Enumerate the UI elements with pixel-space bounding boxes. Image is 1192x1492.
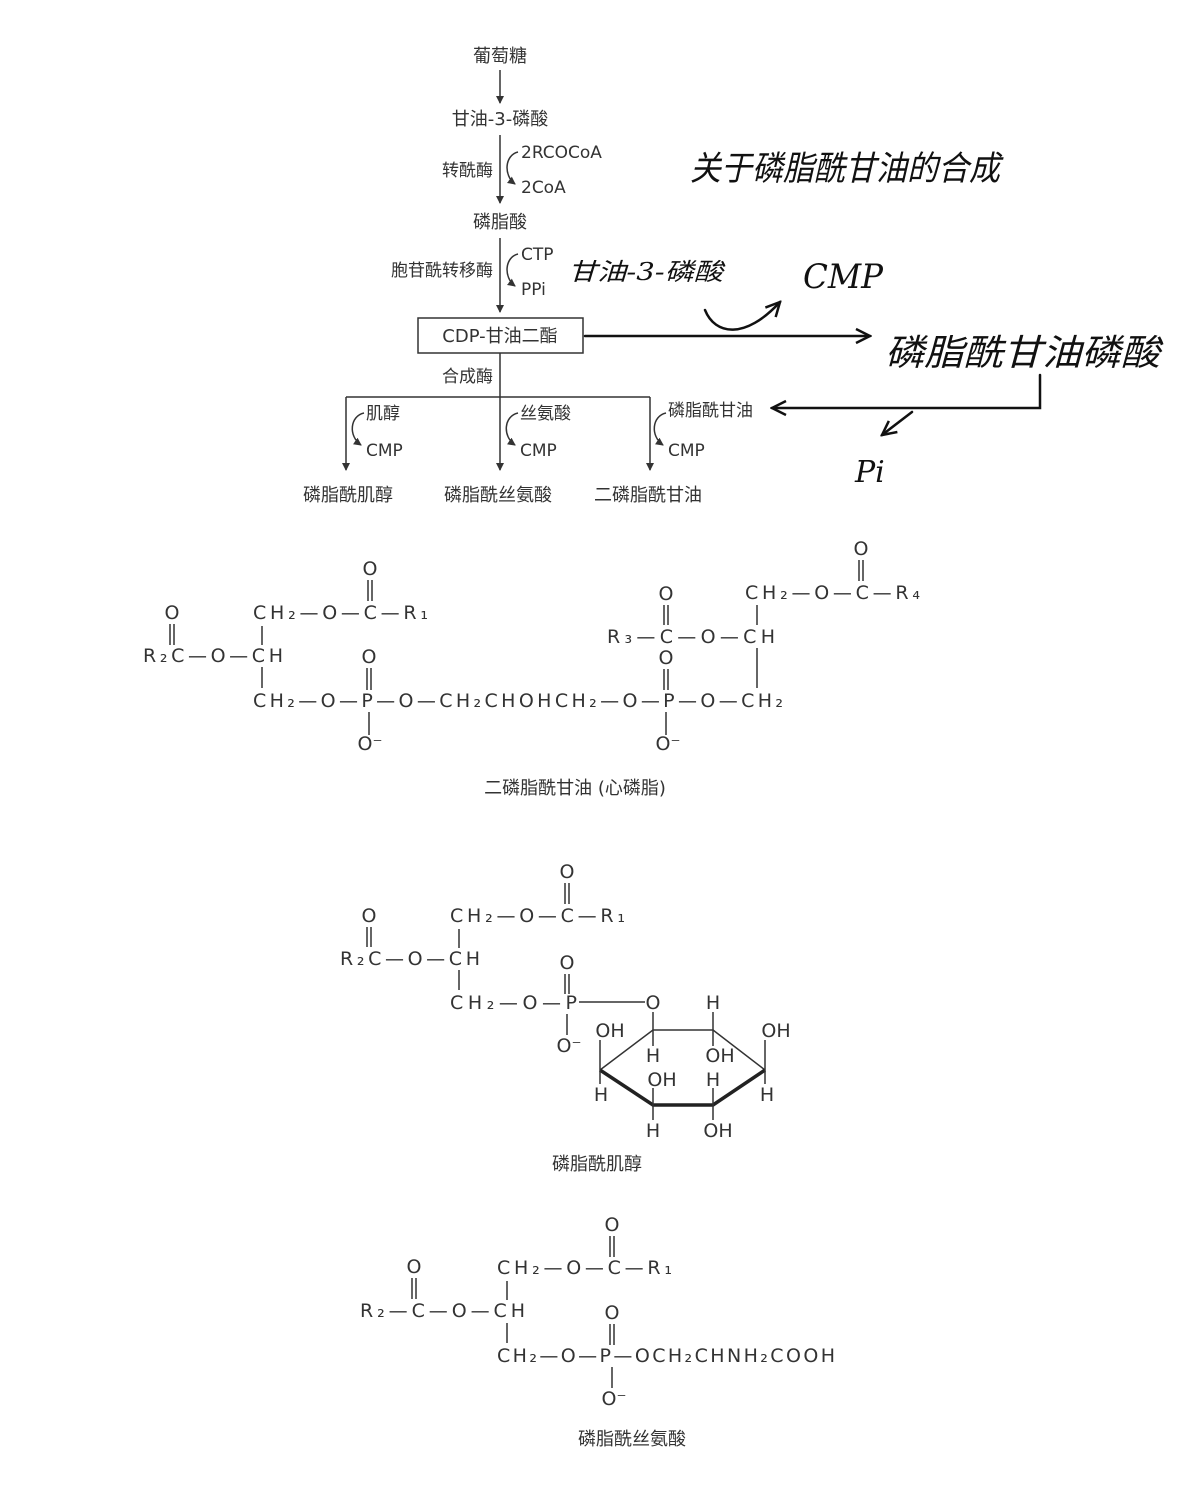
- node-glycerol-3-phosphate: 甘油-3-磷酸: [452, 109, 548, 130]
- atom-h: H: [760, 1084, 774, 1106]
- handwritten-pi: Pi: [854, 455, 885, 490]
- substrate-inositol: 肌醇: [366, 404, 400, 424]
- enzyme-cytidylyltransferase: 胞苷酰转移酶: [391, 261, 493, 281]
- double-bond: [858, 560, 864, 581]
- caption-phosphatidylserine: 磷脂酰丝氨酸: [578, 1429, 686, 1450]
- substrate-phosphatidylglycerol: 磷脂酰甘油: [668, 401, 753, 421]
- double-bond: [564, 883, 570, 904]
- atom-h: H: [646, 1045, 660, 1067]
- ring-substituent-bonds: [599, 1012, 766, 1120]
- node-cdp-diacylglycerol: CDP-甘油二酯: [442, 326, 557, 347]
- formula-row: CH₂—O—P—OCH₂CHNH₂COOH: [497, 1345, 835, 1367]
- node-phosphatidic-acid: 磷脂酸: [473, 212, 527, 233]
- atom-h: H: [706, 1069, 720, 1091]
- formula-row: CH₂—O—C—R₄: [745, 582, 920, 604]
- phosphatidylserine-structure: O R₂—C—O—CH O CH₂—O—C—R₁ CH₂—O—P—OCH₂CHN…: [360, 1214, 835, 1450]
- handwritten-glycerol-3-phosphate: 甘油-3-磷酸: [568, 258, 727, 286]
- double-bond: [367, 580, 373, 601]
- side-arrow: [506, 151, 519, 185]
- side-arrow: [351, 412, 365, 446]
- atom-o: O: [605, 1302, 620, 1324]
- atom-oh: OH: [761, 1020, 790, 1042]
- atom-o: O: [363, 558, 378, 580]
- formula-row: R₂C—O—CH: [340, 948, 480, 970]
- product-cardiolipin: 二磷脂酰甘油: [594, 485, 702, 506]
- atom-h: H: [594, 1084, 608, 1106]
- inositol-ring-front: [599, 1068, 766, 1107]
- released-cmp: CMP: [520, 441, 557, 461]
- double-bond: [411, 1278, 417, 1299]
- cofactor-coa: 2CoA: [521, 178, 566, 198]
- formula-row: CH₂—O—C—R₁: [497, 1257, 672, 1279]
- enzyme-synthase: 合成酶: [442, 367, 493, 387]
- enzyme-acyltransferase: 转酰酶: [442, 161, 493, 181]
- cofactor-rcocoa: 2RCOCoA: [521, 143, 602, 163]
- atom-o-minus: O⁻: [358, 733, 383, 755]
- atom-o: O: [407, 1256, 422, 1278]
- released-cmp: CMP: [366, 441, 403, 461]
- handwritten-pi-arrow: [882, 410, 914, 435]
- double-bond: [609, 1236, 615, 1257]
- atom-o-minus: O⁻: [602, 1388, 627, 1410]
- synthesis-pathway: 葡萄糖 甘油-3-磷酸 转酰酶 2RCOCoA 2CoA 磷脂酸 胞苷酰转移酶 …: [303, 46, 753, 506]
- atom-h: H: [646, 1120, 660, 1142]
- formula-row: R₂—C—O—CH: [360, 1300, 525, 1322]
- atom-o: O: [362, 905, 377, 927]
- formula-row: CH₂—O—C—R₁: [253, 602, 428, 624]
- bond: [564, 974, 645, 1035]
- bond: [609, 1324, 615, 1388]
- side-arrow: [506, 253, 519, 287]
- handwritten-notes: 关于磷脂酰甘油的合成 甘油-3-磷酸 CMP 磷脂酰甘油磷酸 Pi: [568, 149, 1164, 490]
- bond: [663, 669, 669, 735]
- handwritten-phosphatidylglycerol-phosphate: 磷脂酰甘油磷酸: [885, 333, 1164, 374]
- cofactor-ctp: CTP: [521, 245, 554, 265]
- phosphatidylinositol-structure: O R₂C—O—CH O CH₂—O—C—R₁ CH₂—O—P O O⁻ O H…: [340, 861, 791, 1175]
- atom-o-minus: O⁻: [557, 1035, 582, 1057]
- atom-oh: OH: [703, 1120, 732, 1142]
- bond: [366, 668, 372, 735]
- atom-oh: OH: [647, 1069, 676, 1091]
- double-bond: [169, 624, 175, 645]
- side-arrow: [505, 412, 519, 446]
- handwritten-cmp: CMP: [803, 257, 884, 297]
- product-phosphatidylinositol: 磷脂酰肌醇: [303, 485, 393, 506]
- atom-o: O: [646, 992, 661, 1014]
- released-cmp: CMP: [668, 441, 705, 461]
- double-bond: [366, 927, 372, 947]
- atom-o-minus: O⁻: [656, 733, 681, 755]
- product-phosphatidylserine: 磷脂酰丝氨酸: [444, 485, 552, 506]
- cofactor-ppi: PPi: [521, 280, 546, 300]
- side-arrow: [653, 412, 667, 446]
- node-glucose: 葡萄糖: [473, 46, 527, 67]
- double-bond: [663, 605, 669, 625]
- handwritten-title: 关于磷脂酰甘油的合成: [690, 149, 1005, 189]
- atom-o: O: [560, 952, 575, 974]
- formula-row: CH₂—O—P—O—CH₂CHOHCH₂—O—P—O—CH₂: [253, 690, 783, 712]
- atom-o: O: [560, 861, 575, 883]
- formula-row: CH₂—O—C—R₁: [450, 905, 625, 927]
- substrate-serine: 丝氨酸: [520, 404, 571, 424]
- caption-cardiolipin: 二磷脂酰甘油 (心磷脂): [484, 778, 666, 799]
- atom-o: O: [659, 647, 674, 669]
- atom-o: O: [605, 1214, 620, 1236]
- atom-o: O: [659, 583, 674, 605]
- caption-phosphatidylinositol: 磷脂酰肌醇: [552, 1154, 642, 1175]
- atom-h: H: [706, 992, 720, 1014]
- atom-o: O: [362, 646, 377, 668]
- cardiolipin-structure: O R₂C—O—CH O CH₂—O—C—R₁ CH₂—O—P—O—CH₂CHO…: [143, 538, 920, 799]
- formula-row: CH₂—O—P: [450, 992, 577, 1014]
- formula-row: R₃—C—O—CH: [607, 626, 775, 648]
- atom-o: O: [854, 538, 869, 560]
- inositol-ring-back: [599, 1029, 766, 1071]
- handwritten-curved-arrow: [703, 302, 780, 331]
- handwritten-arrow-to-pg: [772, 373, 1042, 408]
- atom-oh: OH: [595, 1020, 624, 1042]
- formula-row: R₂C—O—CH: [143, 645, 283, 667]
- atom-o: O: [165, 602, 180, 624]
- atom-oh: OH: [705, 1045, 734, 1067]
